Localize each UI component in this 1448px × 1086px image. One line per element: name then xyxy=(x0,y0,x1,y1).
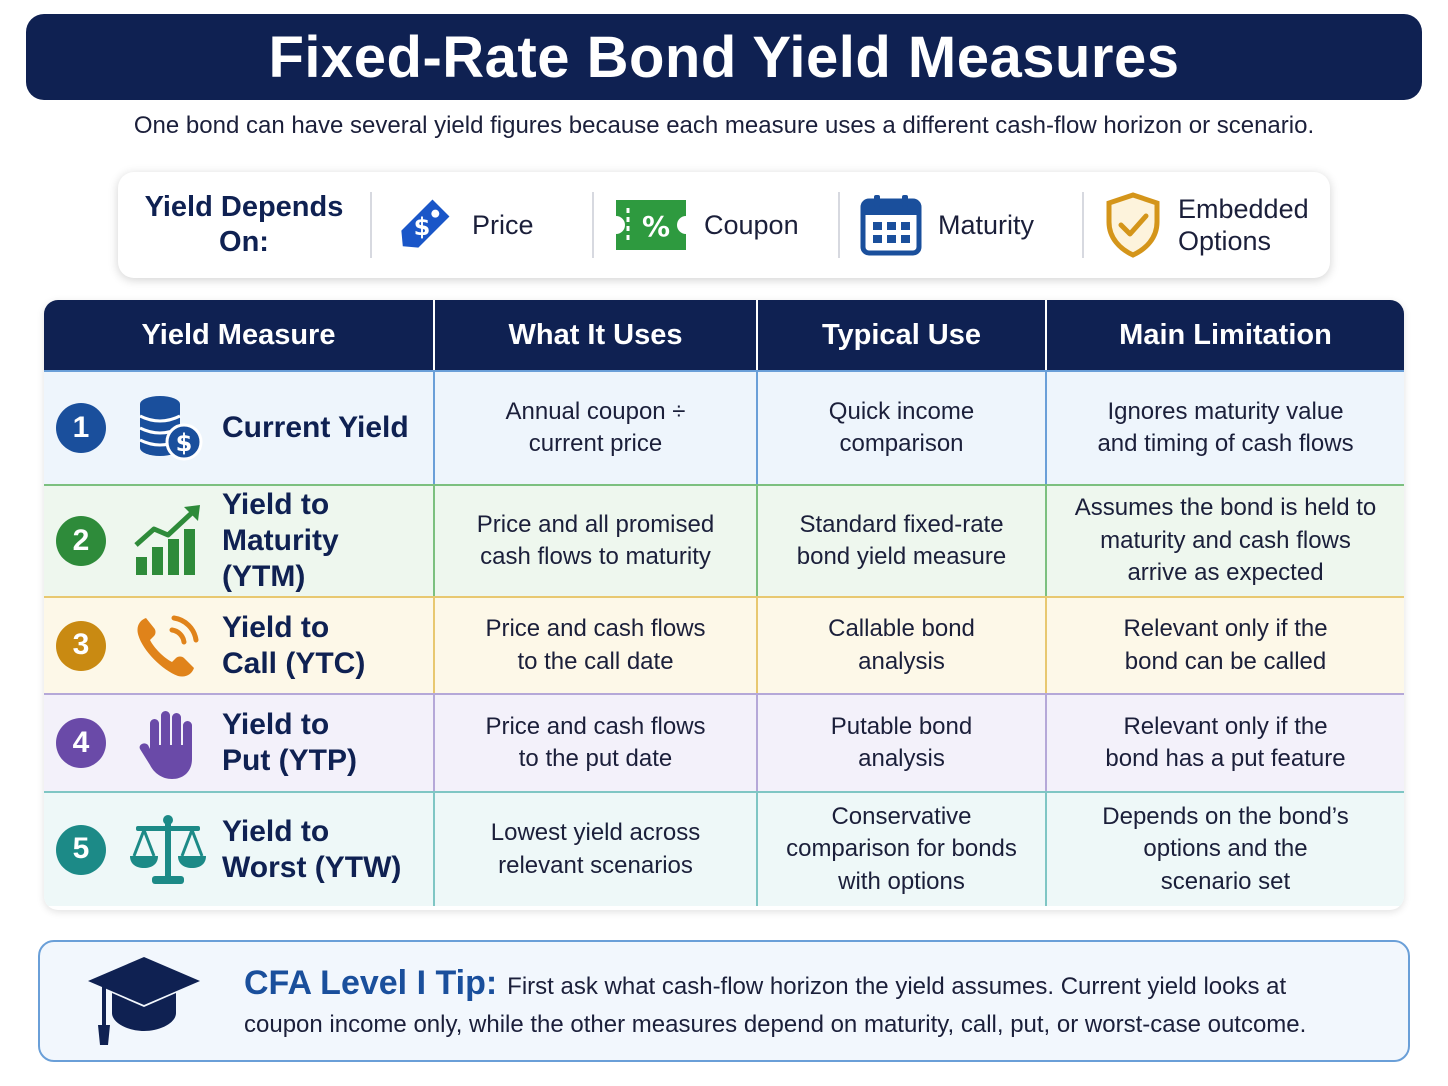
typical-use-cell: Putable bond analysis xyxy=(758,695,1047,791)
page-title: Fixed-Rate Bond Yield Measures xyxy=(268,24,1180,90)
divider xyxy=(592,192,594,258)
row-number-badge: 5 xyxy=(56,824,106,875)
measure-cell: 2 Yield to Maturity (YTM) xyxy=(44,486,435,596)
hand-icon xyxy=(128,703,208,783)
typical-use-cell: Standard fixed-rate bond yield measure xyxy=(758,486,1047,596)
depends-item-label: Embedded Options xyxy=(1178,193,1309,256)
row-number-badge: 3 xyxy=(56,620,106,671)
balance-scale-icon xyxy=(128,810,208,890)
measure-name: Yield to Worst (YTW) xyxy=(222,814,402,884)
table-row: 4 Yield to Put (YTP) Price and cash flow… xyxy=(44,693,1404,791)
table-row: 5 Yield to Worst (YTW) Lowest yield acro… xyxy=(44,791,1404,906)
svg-text:$: $ xyxy=(414,213,431,241)
cell-text: Depends on the bond’s options and the sc… xyxy=(1102,802,1349,895)
cell-text: Price and all promised cash flows to mat… xyxy=(476,510,715,570)
uses-cell: Price and all promised cash flows to mat… xyxy=(435,486,758,596)
table-header: Yield Measure What It Uses Typical Use M… xyxy=(44,300,1404,370)
measure-cell: 5 Yield to Worst (YTW) xyxy=(44,793,435,906)
measure-name: Yield to Put (YTP) xyxy=(222,708,357,777)
cell-text: Standard fixed-rate bond yield measure xyxy=(796,510,1007,570)
limitation-cell: Relevant only if the bond can be called xyxy=(1047,598,1404,693)
cell-text: Conservative comparison for bonds with o… xyxy=(786,802,1017,895)
depends-item-coupon: % Coupon xyxy=(594,190,838,260)
cell-text: Price and cash flows to the call date xyxy=(485,615,706,675)
row-number-badge: 2 xyxy=(56,516,106,566)
tip-body: First ask what cash-flow horizon the yie… xyxy=(244,972,1307,1039)
depends-item-label: Maturity xyxy=(938,209,1035,240)
limitation-cell: Assumes the bond is held to maturity and… xyxy=(1047,486,1404,596)
cell-text: Lowest yield across relevant scenarios xyxy=(490,819,701,879)
uses-cell: Price and cash flows to the call date xyxy=(435,598,758,693)
graduation-cap-icon xyxy=(60,946,228,1056)
cell-text: Relevant only if the bond can be called xyxy=(1123,615,1328,675)
limitation-cell: Ignores maturity value and timing of cas… xyxy=(1047,372,1404,484)
typical-use-cell: Quick income comparison xyxy=(758,372,1047,484)
limitation-cell: Relevant only if the bond has a put feat… xyxy=(1047,695,1404,791)
typical-use-cell: Callable bond analysis xyxy=(758,598,1047,693)
cell-text: Putable bond analysis xyxy=(830,712,973,772)
measure-cell: 4 Yield to Put (YTP) xyxy=(44,695,435,791)
cell-text: Relevant only if the bond has a put feat… xyxy=(1105,712,1346,772)
row-number-badge: 4 xyxy=(56,718,106,768)
cell-text: Callable bond analysis xyxy=(828,615,975,675)
divider xyxy=(1082,192,1084,258)
yield-depends-panel: Yield Depends On: $ Price % Coupon xyxy=(118,172,1330,278)
svg-text:%: % xyxy=(642,210,670,243)
calendar-icon xyxy=(860,195,922,256)
tip-text-block: CFA Level I Tip:First ask what cash-flow… xyxy=(244,959,1334,1043)
uses-cell: Price and cash flows to the put date xyxy=(435,695,758,791)
tip-label: CFA Level I Tip: xyxy=(244,963,498,1002)
cell-text: Price and cash flows to the put date xyxy=(485,712,706,772)
table-row: 2 Yield to Maturity (YTM) Price and all … xyxy=(44,484,1404,596)
measure-cell: 3 Yield to Call (YTC) xyxy=(44,598,435,693)
coins-dollar-icon: $ xyxy=(128,388,208,468)
depends-item-embedded-options: Embedded Options xyxy=(1084,190,1324,260)
measure-name: Yield to Maturity (YTM) xyxy=(222,488,339,593)
measure-name: Yield to Call (YTC) xyxy=(222,610,366,680)
growth-chart-icon xyxy=(128,501,208,581)
depends-item-price: $ Price xyxy=(372,190,592,260)
phone-call-icon xyxy=(128,606,208,686)
table-row: 1 $ Current Yield Annual coupon ÷ curren… xyxy=(44,370,1404,484)
uses-cell: Annual coupon ÷ current price xyxy=(435,372,758,484)
cell-text: Annual coupon ÷ current price xyxy=(505,397,686,457)
column-header: Typical Use xyxy=(758,300,1047,370)
uses-cell: Lowest yield across relevant scenarios xyxy=(435,793,758,906)
yield-measures-table: Yield Measure What It Uses Typical Use M… xyxy=(44,300,1404,910)
row-number-badge: 1 xyxy=(56,403,106,453)
divider xyxy=(370,192,372,258)
table-row: 3 Yield to Call (YTC) Price and cash flo… xyxy=(44,596,1404,693)
column-header: Yield Measure xyxy=(44,300,435,370)
divider xyxy=(838,192,840,258)
cell-text: Assumes the bond is held to maturity and… xyxy=(1074,494,1377,587)
coupon-ticket-icon: % xyxy=(616,200,686,250)
svg-text:$: $ xyxy=(176,429,193,457)
depends-item-label: Coupon xyxy=(704,209,799,240)
depends-label: Yield Depends On: xyxy=(144,191,344,258)
depends-item-maturity: Maturity xyxy=(840,190,1082,260)
measure-cell: 1 $ Current Yield xyxy=(44,372,435,484)
page-subtitle: One bond can have several yield figures … xyxy=(133,112,1315,139)
title-banner: Fixed-Rate Bond Yield Measures xyxy=(26,14,1422,100)
shield-check-icon xyxy=(1106,192,1160,258)
column-header: Main Limitation xyxy=(1119,318,1332,351)
depends-item-label: Price xyxy=(472,209,534,240)
cfa-tip-box: CFA Level I Tip:First ask what cash-flow… xyxy=(38,940,1410,1062)
column-header: What It Uses xyxy=(435,300,758,370)
typical-use-cell: Conservative comparison for bonds with o… xyxy=(758,793,1047,906)
price-tag-icon: $ xyxy=(401,199,450,248)
cell-text: Ignores maturity value and timing of cas… xyxy=(1097,397,1354,457)
cell-text: Quick income comparison xyxy=(828,397,975,457)
limitation-cell: Depends on the bond’s options and the sc… xyxy=(1047,793,1404,906)
measure-name: Current Yield xyxy=(222,411,409,444)
